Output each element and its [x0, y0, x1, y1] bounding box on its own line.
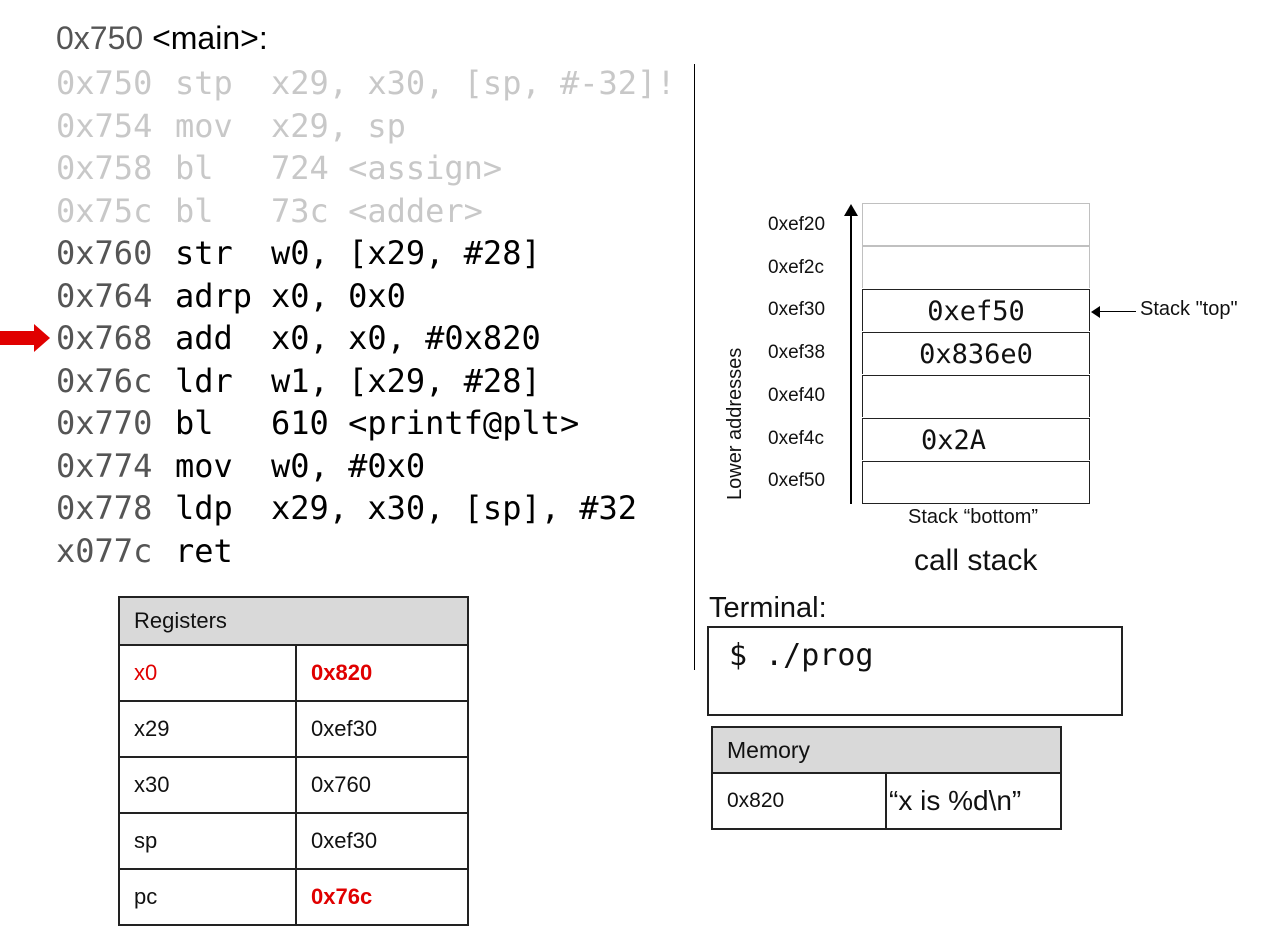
stack-address: 0xef38 [768, 342, 826, 364]
stack-cell [862, 246, 1090, 288]
call-stack-caption: call stack [914, 544, 1038, 577]
stack-cell-value: 0xef50 [927, 296, 1025, 327]
instruction-operands: w1, [x29, #28] [271, 361, 541, 400]
instruction-address: 0x75c [56, 191, 153, 230]
register-value: 0x760 [295, 756, 469, 814]
instruction-address: 0x760 [56, 234, 153, 272]
instruction-address: 0x778 [56, 489, 153, 527]
stack-address: 0xef40 [768, 384, 826, 406]
stack-bottom-label: Stack “bottom” [908, 506, 1039, 528]
instruction-opcode: ldr [175, 361, 233, 400]
stack-address: 0xef20 [768, 214, 826, 235]
instruction-operands: x29, sp [271, 106, 406, 145]
stack-address: 0xef50 [768, 470, 826, 492]
register-value: 0xef30 [295, 812, 469, 870]
vertical-divider [694, 64, 695, 670]
instruction-address: 0x774 [56, 446, 153, 485]
instruction-opcode: bl [175, 149, 214, 187]
instruction-address: 0x76c [56, 361, 153, 400]
stack-cell [862, 375, 1090, 417]
instruction-address: 0x750 [56, 64, 153, 102]
address-axis-arrow-icon [844, 204, 858, 216]
stack-cell: 0xef50 [862, 289, 1090, 331]
instruction-address: 0x770 [56, 404, 153, 442]
instruction-opcode: ldp [175, 489, 233, 527]
instruction-address: 0x768 [56, 319, 153, 357]
terminal-box: $ ./prog [707, 626, 1123, 716]
instruction-operands: 73c <adder> [271, 191, 483, 230]
instruction-operands: x29, x30, [sp, #-32]! [271, 64, 676, 102]
instruction-address: 0x754 [56, 106, 153, 145]
stack-top-arrow-icon [1091, 306, 1100, 318]
memory-header: Memory [711, 726, 1062, 774]
instruction-opcode: adrp [175, 276, 253, 315]
instruction-operands: x0, x0, #0x820 [271, 319, 541, 357]
instruction-opcode: add [175, 319, 233, 357]
instruction-operands: w0, [x29, #28] [271, 234, 541, 272]
register-name: x29 [118, 700, 297, 758]
address-axis-line [850, 212, 852, 504]
stack-cell-value: 0x2A [921, 425, 987, 456]
function-header: 0x750 <main>: [56, 18, 268, 58]
memory-address: 0x820 [711, 772, 887, 830]
stack-cell [862, 461, 1090, 504]
register-value: 0x820 [295, 644, 469, 702]
instruction-operands: x0, 0x0 [271, 276, 406, 315]
pc-arrow-icon [0, 331, 36, 345]
register-name: pc [118, 868, 297, 926]
instruction-address: x077c [56, 531, 153, 570]
instruction-opcode: ret [175, 531, 233, 570]
terminal-output: $ ./prog [729, 638, 874, 673]
stack-box: 0xef50 0x836e0 0x2A [862, 203, 1090, 504]
stack-address: 0xef2c [768, 256, 824, 278]
lower-addresses-label: Lower addresses [724, 347, 746, 500]
registers-header: Registers [118, 596, 469, 646]
memory-header-row: Memory [711, 726, 1062, 774]
register-value: 0xef30 [295, 700, 469, 758]
instruction-operands: x29, x30, [sp], #32 [271, 489, 638, 527]
function-address: 0x750 [56, 20, 144, 56]
memory-value: “x is %d\n” [885, 772, 1062, 830]
stack-top-label: Stack "top" [1140, 298, 1238, 320]
register-value: 0x76c [295, 868, 469, 926]
registers-header-row: Registers [118, 596, 469, 646]
memory-table: Memory 0x820“x is %d\n” [711, 726, 1062, 830]
memory-row: 0x820“x is %d\n” [711, 772, 1062, 830]
register-name: sp [118, 812, 297, 870]
function-label: <main>: [152, 20, 268, 56]
instruction-operands: w0, #0x0 [271, 446, 426, 485]
instruction-address: 0x758 [56, 149, 153, 187]
instruction-opcode: bl [175, 191, 214, 230]
instruction-opcode: bl [175, 404, 214, 442]
memory-body: 0x820“x is %d\n” [711, 772, 1062, 830]
stack-address: 0xef30 [768, 299, 826, 321]
stack-top-arrow-line [1098, 311, 1136, 312]
instruction-opcode: mov [175, 446, 233, 485]
instruction-opcode: mov [175, 106, 233, 145]
instruction-opcode: stp [175, 64, 233, 102]
register-name: x30 [118, 756, 297, 814]
pc-arrow-head-icon [34, 324, 50, 352]
register-name: x0 [118, 644, 297, 702]
stack-cell [862, 203, 1090, 246]
instruction-address: 0x764 [56, 276, 153, 315]
instruction-operands: 724 <assign> [271, 149, 503, 187]
terminal-label: Terminal: [709, 592, 827, 624]
stack-cell-value: 0x836e0 [919, 339, 1033, 370]
instruction-operands: 610 <printf@plt> [271, 404, 580, 442]
stack-cell: 0x2A [862, 418, 1090, 460]
instruction-opcode: str [175, 234, 233, 272]
stack-address: 0xef4c [768, 427, 824, 449]
stack-cell: 0x836e0 [862, 332, 1090, 374]
